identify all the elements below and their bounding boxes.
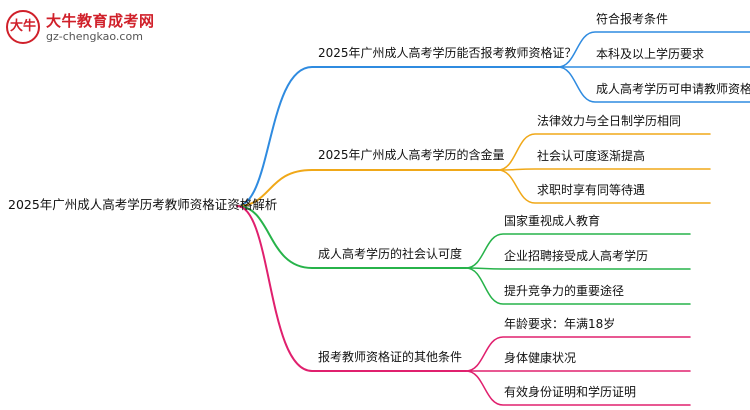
branch-node-4: 报考教师资格证的其他条件 bbox=[318, 350, 463, 364]
leaf-node-1-3: 成人高考学历可申请教师资格证 bbox=[596, 82, 750, 96]
leaf-node-1-2: 本科及以上学历要求 bbox=[596, 47, 705, 61]
leaf-node-2-3: 求职时享有同等待遇 bbox=[537, 183, 646, 197]
leaf-node-1-1: 符合报考条件 bbox=[596, 12, 669, 26]
logo-title: 大牛教育成考网 bbox=[46, 12, 155, 30]
branch-node-3: 成人高考学历的社会认可度 bbox=[318, 247, 463, 261]
leaf-node-4-2: 身体健康状况 bbox=[504, 351, 577, 365]
branch-line-1 bbox=[236, 66, 559, 207]
branch-node-1: 2025年广州成人高考学历能否报考教师资格证？ bbox=[318, 46, 577, 60]
leaf-line-1-1 bbox=[557, 31, 750, 68]
branch-line-2 bbox=[236, 169, 499, 207]
leaf-line-2-1 bbox=[497, 133, 711, 171]
branch-line-3 bbox=[236, 205, 467, 269]
logo-badge-icon: 大牛 bbox=[6, 10, 40, 44]
leaf-line-3-3 bbox=[465, 267, 691, 305]
leaf-node-3-3: 提升竞争力的重要途径 bbox=[504, 284, 625, 298]
logo-url: gz-chengkao.com bbox=[46, 30, 143, 43]
leaf-node-3-2: 企业招聘接受成人高考学历 bbox=[504, 249, 649, 263]
leaf-line-2-3 bbox=[497, 169, 711, 204]
leaf-node-2-2: 社会认可度逐渐提高 bbox=[537, 149, 646, 163]
site-logo[interactable]: 大牛 大牛教育成考网 gz-chengkao.com bbox=[6, 6, 176, 56]
leaf-node-4-1: 年龄要求：年满18岁 bbox=[504, 317, 616, 331]
leaf-node-4-3: 有效身份证明和学历证明 bbox=[504, 385, 637, 399]
leaf-line-3-1 bbox=[465, 233, 691, 269]
leaf-line-4-3 bbox=[465, 370, 691, 406]
leaf-line-3-2 bbox=[465, 267, 691, 270]
leaf-node-3-1: 国家重视成人教育 bbox=[504, 214, 601, 228]
leaf-node-2-1: 法律效力与全日制学历相同 bbox=[537, 114, 682, 128]
root-node: 2025年广州成人高考学历考教师资格证资格解析 bbox=[8, 197, 278, 212]
branch-node-2: 2025年广州成人高考学历的含金量 bbox=[318, 148, 505, 162]
leaf-line-2-2 bbox=[497, 168, 711, 171]
leaf-line-1-3 bbox=[557, 66, 750, 103]
branch-line-4 bbox=[236, 205, 467, 372]
leaf-line-4-1 bbox=[465, 336, 691, 372]
